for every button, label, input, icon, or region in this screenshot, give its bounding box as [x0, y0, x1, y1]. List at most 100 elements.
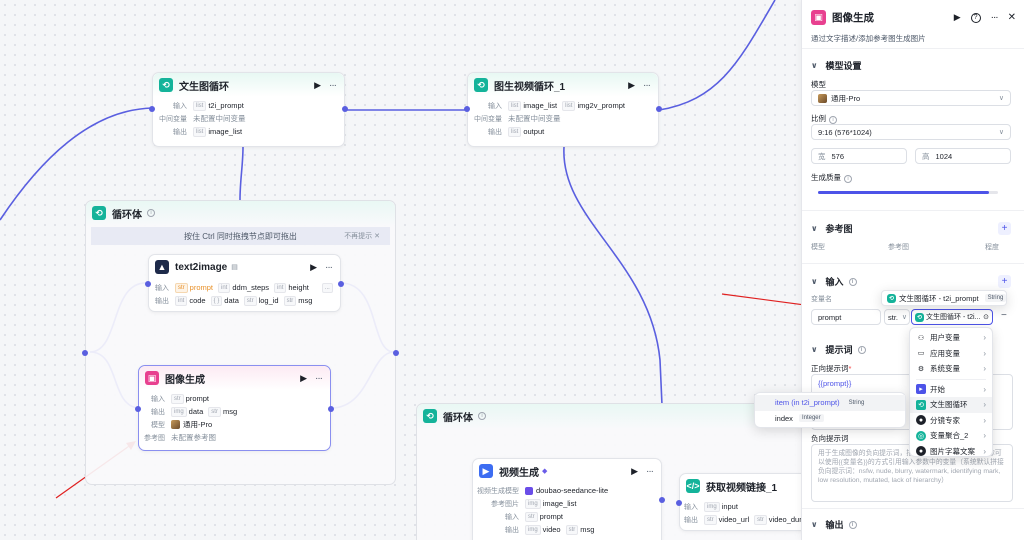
- run-icon[interactable]: ▶: [953, 12, 961, 22]
- var-ref-select[interactable]: ⟲ 文生图循环 - t2i... ⊙: [911, 309, 993, 325]
- add-ref-button[interactable]: +: [998, 222, 1011, 235]
- model-section-header[interactable]: ∨模型设置: [811, 61, 862, 71]
- node-title: text2image: [175, 261, 228, 273]
- menu-item-system-vars[interactable]: ⚙系统变量›: [917, 364, 986, 374]
- info-icon[interactable]: i: [844, 175, 852, 183]
- run-icon[interactable]: ▶: [314, 79, 321, 90]
- info-icon[interactable]: i: [829, 116, 837, 124]
- info-icon[interactable]: i: [478, 412, 486, 420]
- ref-label: 参考图片: [491, 500, 519, 508]
- panel-title: 图像生成: [832, 12, 874, 24]
- dismiss-hint-button[interactable]: 不再提示 ✕: [344, 233, 380, 240]
- submenu-item-item[interactable]: item (in t2i_prompt)String: [755, 395, 905, 411]
- menu-item-app-vars[interactable]: ▭应用变量›: [917, 348, 986, 358]
- menu-item-var-aggregate[interactable]: ◎变量聚合_2›: [916, 430, 986, 441]
- ref-section-header[interactable]: ∨参考图: [811, 224, 853, 234]
- target-icon[interactable]: ⊙: [983, 314, 989, 321]
- help-icon[interactable]: ?: [970, 12, 981, 23]
- loop-icon: ⟲: [92, 206, 106, 220]
- run-icon[interactable]: ▶: [310, 261, 317, 272]
- output-port[interactable]: [338, 281, 344, 287]
- start-icon: ▸: [916, 384, 926, 395]
- output-port[interactable]: [328, 406, 334, 412]
- menu-item-image-caption[interactable]: ●图片字幕文案›: [910, 444, 992, 460]
- chevron-down-icon: ∨: [811, 345, 818, 354]
- info-icon[interactable]: i: [147, 209, 155, 217]
- user-icon: ⚇: [917, 334, 925, 342]
- group-output-port[interactable]: [393, 350, 399, 356]
- menu-item-storyboard-agent[interactable]: ●分镜专家›: [910, 413, 992, 429]
- input-label: 输入: [155, 284, 169, 292]
- more-icon[interactable]: ···: [643, 79, 651, 91]
- input-port[interactable]: [149, 106, 155, 112]
- chevron-right-icon: ›: [983, 446, 986, 456]
- output-port[interactable]: [342, 106, 348, 112]
- model-avatar-icon: [818, 93, 827, 103]
- model-label: 视频生成模型: [477, 487, 519, 495]
- node-title: 图生视频循环_1: [494, 81, 566, 93]
- ratio-select[interactable]: 9:16 (576*1024)∨: [811, 124, 1011, 140]
- remove-input-button[interactable]: −: [1001, 310, 1007, 321]
- node-header: ▶ 视频生成 ◆ ▶ ···: [473, 459, 661, 483]
- model-select[interactable]: 通用-Pro∨: [811, 90, 1011, 106]
- chevron-right-icon: ›: [983, 431, 986, 441]
- output-label: 输出: [488, 128, 502, 136]
- input-label: 输入: [505, 513, 519, 521]
- run-icon[interactable]: ▶: [631, 465, 638, 476]
- add-input-button[interactable]: +: [998, 275, 1011, 288]
- more-icon[interactable]: ···: [646, 465, 654, 477]
- run-icon[interactable]: ▶: [628, 79, 635, 90]
- chevron-right-icon: ›: [983, 333, 986, 343]
- input-port[interactable]: [676, 500, 682, 506]
- output-port[interactable]: [656, 106, 662, 112]
- menu-item-start[interactable]: ▸开始›: [910, 382, 992, 398]
- info-icon[interactable]: i: [857, 345, 866, 354]
- more-icon[interactable]: ···: [315, 372, 323, 384]
- loop-body-group[interactable]: ⟲ 循环体 i 按住 Ctrl 同时拖拽节点即可拖出 不再提示 ✕: [82, 200, 399, 485]
- node-config-panel[interactable]: ▣ 图像生成 ▶ ? ··· ✕ 通过文字描述/添加参考图生成图片 ∨模型设置 …: [801, 0, 1024, 540]
- more-icon[interactable]: ···: [325, 261, 333, 273]
- mid-label: 中间变量: [159, 115, 187, 123]
- quality-slider[interactable]: [818, 191, 998, 194]
- input-port[interactable]: [145, 281, 151, 287]
- input-port[interactable]: [135, 406, 141, 412]
- more-icon[interactable]: ···: [329, 79, 337, 91]
- var-name-input[interactable]: prompt: [811, 309, 881, 325]
- more-icon[interactable]: ···: [990, 12, 999, 23]
- info-icon[interactable]: i: [848, 520, 857, 529]
- menu-item-user-vars[interactable]: ⚇用户变量›: [917, 333, 986, 343]
- var-type-select[interactable]: str.∨: [884, 309, 910, 325]
- tooltip-text: 文生图循环 - t2i_prompt: [899, 293, 979, 303]
- close-icon[interactable]: ✕: [1007, 12, 1016, 23]
- menu-item-t2i-loop[interactable]: ⟲文生图循环›: [910, 397, 992, 413]
- output-port[interactable]: [659, 497, 665, 503]
- run-icon[interactable]: ▶: [300, 372, 307, 383]
- aggregate-icon: ◎: [916, 430, 926, 441]
- input-port[interactable]: [464, 106, 470, 112]
- var-source-menu[interactable]: ⚇用户变量› ▭应用变量› ⚙系统变量› ▸开始› ⟲文生图循环› ●分镜专家›…: [909, 327, 993, 457]
- info-icon[interactable]: i: [848, 277, 857, 286]
- param-more[interactable]: ...: [321, 282, 335, 293]
- chevron-down-icon: ∨: [811, 61, 818, 70]
- quality-slider-fill: [818, 191, 989, 194]
- group-input-port[interactable]: [82, 350, 88, 356]
